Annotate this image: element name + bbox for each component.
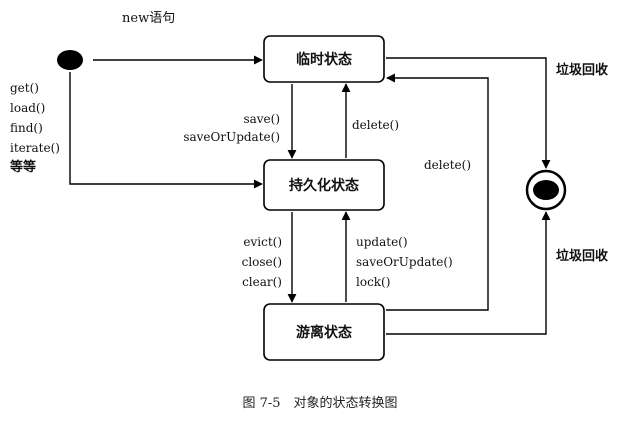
label-get-methods: get() load() find() iterate() 等等 xyxy=(10,78,60,178)
transient-state-box xyxy=(263,35,385,83)
label-evict: evict() xyxy=(243,235,282,249)
label-delete-detached: delete() xyxy=(424,158,472,172)
label-save-methods: save() saveOrUpdate() xyxy=(172,110,280,146)
detached-state-box xyxy=(263,303,385,361)
arrow-gc-transient xyxy=(386,57,551,169)
label-delete-persistent: delete() xyxy=(352,118,400,132)
label-evict-methods: evict() close() clear() xyxy=(218,232,282,292)
label-save-or-update: saveOrUpdate() xyxy=(183,130,280,144)
persistent-state-label: 持久化状态 xyxy=(289,178,359,194)
final-state-inner-dot xyxy=(533,180,559,200)
label-etc: 等等 xyxy=(10,160,37,175)
initial-state-dot xyxy=(57,50,83,70)
label-save-or-update-detached: saveOrUpdate() xyxy=(356,255,453,269)
label-save: save() xyxy=(243,112,280,126)
label-update: update() xyxy=(356,235,408,249)
figure-caption: 图 7-5 对象的状态转换图 xyxy=(242,396,398,411)
label-update-methods: update() saveOrUpdate() lock() xyxy=(356,232,453,292)
label-gc-top: 垃圾回收 xyxy=(556,63,609,78)
persistent-state-box xyxy=(263,159,385,211)
transient-state-label: 临时状态 xyxy=(296,52,352,68)
detached-state-label: 游离状态 xyxy=(296,325,352,341)
label-close: close() xyxy=(241,255,282,269)
label-new-statement: new语句 xyxy=(122,11,176,26)
label-clear: clear() xyxy=(242,275,282,289)
arrow-gc-detached xyxy=(386,211,551,335)
label-lock: lock() xyxy=(356,275,391,289)
arrow-delete-detached xyxy=(386,73,489,311)
arrow-get-to-persistent xyxy=(69,72,263,189)
label-get: get() xyxy=(10,81,39,95)
label-gc-bottom: 垃圾回收 xyxy=(556,249,609,264)
label-iterate: iterate() xyxy=(10,141,60,155)
label-find: find() xyxy=(10,121,43,135)
label-load: load() xyxy=(10,101,46,115)
